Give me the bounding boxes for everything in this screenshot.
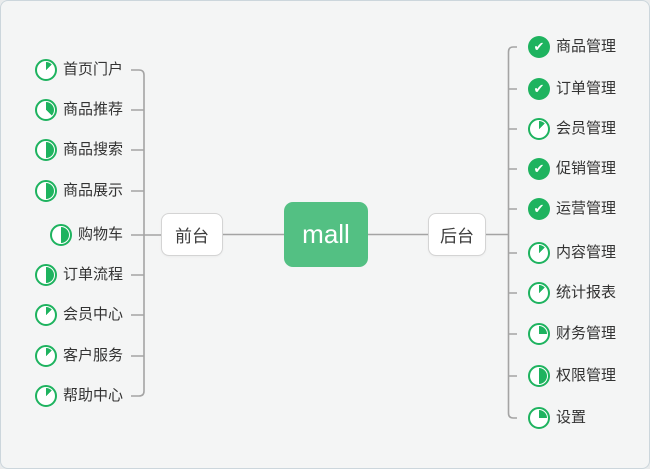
task-progress-pie-icon (34, 180, 57, 202)
topic-label: 订单流程 (62, 266, 123, 283)
topic-label: 促销管理 (556, 160, 617, 177)
topic-label: 商品管理 (556, 38, 617, 55)
topic-item[interactable]: ✔ 促销管理 (528, 158, 616, 180)
topic-item[interactable]: 统计报表 (528, 282, 616, 304)
task-done-icon: ✔ (528, 158, 550, 180)
task-progress-pie-icon (49, 224, 72, 246)
root-node-mall[interactable]: mall (284, 202, 368, 267)
task-progress-pie-icon (34, 264, 57, 286)
branch-node-frontend[interactable]: 前台 (161, 213, 223, 256)
branch-node-label: 后台 (440, 227, 474, 246)
topic-item[interactable]: ✔ 商品管理 (528, 36, 616, 58)
topic-item[interactable]: 帮助中心 (34, 385, 123, 407)
topic-item[interactable]: 权限管理 (528, 365, 616, 387)
topic-label: 运营管理 (556, 200, 617, 217)
topic-label: 商品搜索 (62, 141, 123, 158)
task-progress-pie-icon (34, 139, 57, 161)
topic-item[interactable]: 商品搜索 (34, 139, 123, 161)
topic-item[interactable]: 财务管理 (528, 323, 616, 345)
topic-label: 权限管理 (556, 367, 617, 384)
topic-label: 商品推荐 (62, 101, 123, 118)
topic-item[interactable]: 设置 (528, 407, 586, 429)
task-progress-pie-icon (34, 59, 57, 81)
topic-item[interactable]: 商品推荐 (34, 99, 123, 121)
topic-item[interactable]: 内容管理 (528, 242, 616, 264)
task-progress-pie-icon (34, 304, 57, 326)
topic-label: 客户服务 (62, 347, 123, 364)
topic-item[interactable]: 订单流程 (34, 264, 123, 286)
topic-label: 首页门户 (62, 61, 123, 78)
topic-label: 统计报表 (556, 284, 617, 301)
task-progress-pie-icon (528, 282, 550, 304)
topic-item[interactable]: 会员中心 (34, 304, 123, 326)
topic-label: 会员管理 (556, 120, 617, 137)
topic-item[interactable]: 客户服务 (34, 345, 123, 367)
topic-label: 帮助中心 (62, 387, 123, 404)
topic-label: 内容管理 (556, 244, 617, 261)
topic-item[interactable]: ✔ 运营管理 (528, 198, 616, 220)
topic-item[interactable]: 首页门户 (34, 59, 123, 81)
branch-node-label: 前台 (175, 227, 209, 246)
task-progress-pie-icon (528, 323, 550, 345)
task-done-icon: ✔ (528, 78, 550, 100)
task-progress-pie-icon (34, 99, 57, 121)
task-progress-pie-icon (34, 345, 57, 367)
topic-label: 会员中心 (62, 306, 123, 323)
topic-label: 商品展示 (62, 182, 123, 199)
topic-label: 购物车 (77, 226, 123, 243)
root-node-label: mall (302, 219, 350, 249)
task-progress-pie-icon (528, 242, 550, 264)
task-done-icon: ✔ (528, 198, 550, 220)
topic-label: 财务管理 (556, 325, 617, 342)
task-done-icon: ✔ (528, 36, 550, 58)
topic-item[interactable]: ✔ 订单管理 (528, 78, 616, 100)
topic-label: 订单管理 (556, 80, 617, 97)
task-progress-pie-icon (528, 118, 550, 140)
topic-item[interactable]: 商品展示 (34, 180, 123, 202)
task-progress-pie-icon (528, 365, 550, 387)
topic-item[interactable]: 购物车 (49, 224, 123, 246)
branch-node-backend[interactable]: 后台 (428, 213, 486, 256)
topic-item[interactable]: 会员管理 (528, 118, 616, 140)
task-progress-pie-icon (34, 385, 57, 407)
topic-label: 设置 (556, 409, 587, 426)
task-progress-pie-icon (528, 407, 550, 429)
